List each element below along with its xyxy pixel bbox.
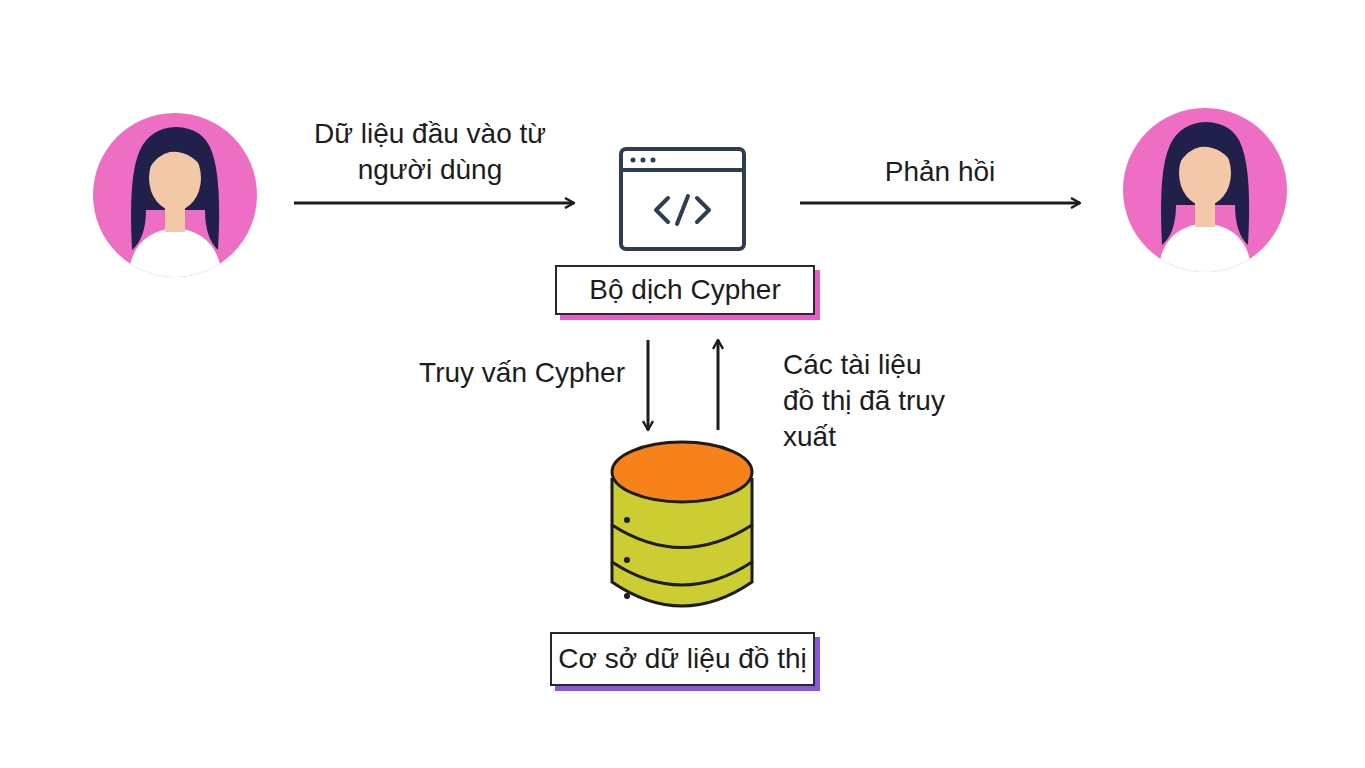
response-arrow — [800, 202, 1080, 205]
edge-label: Các tài liệu đồ thị đã truy xuất — [783, 347, 958, 455]
component-node: Bộ dịch Cypher — [555, 145, 815, 340]
input-arrow — [294, 202, 574, 205]
arrow-label: Dữ liệu đầu vào từ người dùng — [310, 116, 550, 188]
edge-label: Truy vấn Cypher — [380, 355, 625, 391]
database-cylinder — [612, 442, 752, 606]
node-label: Bộ dịch Cypher — [555, 265, 815, 315]
flow-arrow — [717, 340, 720, 430]
user-avatar — [1123, 108, 1287, 275]
component-node: Cơ sở dữ liệu đồ thị — [550, 430, 815, 688]
flow-arrow — [647, 340, 650, 430]
code-window-icon — [621, 149, 744, 249]
user-avatar — [93, 113, 257, 280]
node-label: Cơ sở dữ liệu đồ thị — [550, 632, 815, 686]
arrow-label: Phản hồi — [860, 154, 1020, 190]
